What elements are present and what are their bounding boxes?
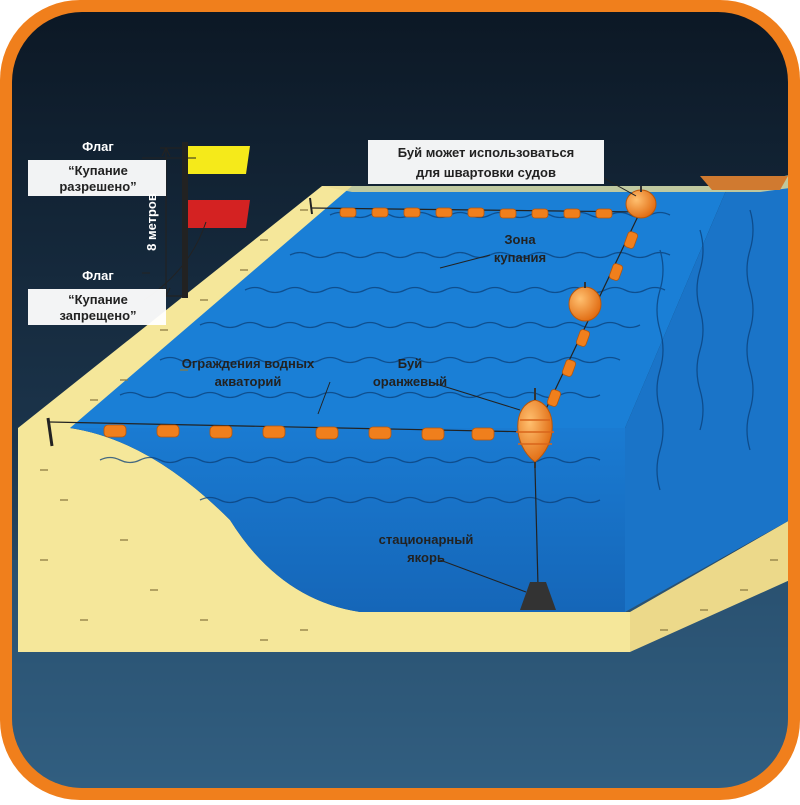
sand-front: [18, 428, 630, 652]
sand-right-side: [630, 520, 788, 652]
label-flag-allowed-line1: Флаг: [82, 139, 114, 154]
label-flag-forbidden: Флаг “Купание запрещено”: [28, 268, 166, 325]
sand-beach-top: [18, 186, 352, 428]
label-anchor-line2: якорь: [407, 550, 445, 565]
label-fence-line1: Ограждения водных: [182, 356, 315, 371]
floats-back: [339, 207, 613, 219]
label-fence-line2: акваторий: [215, 374, 282, 389]
sand-texture: [40, 209, 778, 641]
label-anchor: стационарный якорь: [379, 532, 474, 565]
floats-front: [103, 424, 495, 441]
label-buoy-orange: Буй оранжевый: [373, 356, 447, 389]
buoy-top: [625, 186, 657, 219]
label-flag-height: 8 метров: [144, 193, 159, 251]
anchor: [520, 582, 556, 610]
flag-allowed: [188, 146, 250, 174]
label-buoy-mooring: Буй может использоваться для швартовки с…: [368, 140, 604, 184]
label-buoy-mooring-line2: для швартовки судов: [416, 165, 556, 180]
label-flag-forbidden-line2: “Купание: [68, 292, 128, 307]
label-swim-zone-line2: купания: [494, 250, 546, 265]
boat: [700, 176, 788, 190]
far-stake: [309, 197, 313, 215]
flag-pole: [182, 142, 188, 298]
left-stake: [46, 417, 54, 447]
wave-lines: [99, 209, 754, 504]
label-flag-forbidden-line3: запрещено”: [59, 308, 136, 323]
flag-forbidden: [188, 200, 250, 228]
label-buoy-orange-line1: Буй: [398, 356, 422, 371]
water-front: [70, 428, 625, 612]
label-flag-allowed-line3: разрешено”: [59, 179, 136, 194]
anchor-chain: [534, 467, 539, 587]
label-fence: Ограждения водных акваторий: [182, 356, 315, 389]
label-buoy-mooring-line1: Буй может использоваться: [398, 145, 575, 160]
label-flag-allowed: Флаг “Купание разрешено”: [28, 139, 166, 196]
label-swim-zone: Зона купания: [494, 232, 546, 265]
label-flag-allowed-line2: “Купание: [68, 163, 128, 178]
label-buoy-orange-line2: оранжевый: [373, 374, 447, 389]
label-swim-zone-line1: Зона: [504, 232, 536, 247]
label-flag-forbidden-line1: Флаг: [82, 268, 114, 283]
buoy-middle: [568, 282, 602, 322]
floats-diagonal: [547, 231, 638, 407]
label-anchor-line1: стационарный: [379, 532, 474, 547]
buoy-orange: [516, 388, 554, 468]
